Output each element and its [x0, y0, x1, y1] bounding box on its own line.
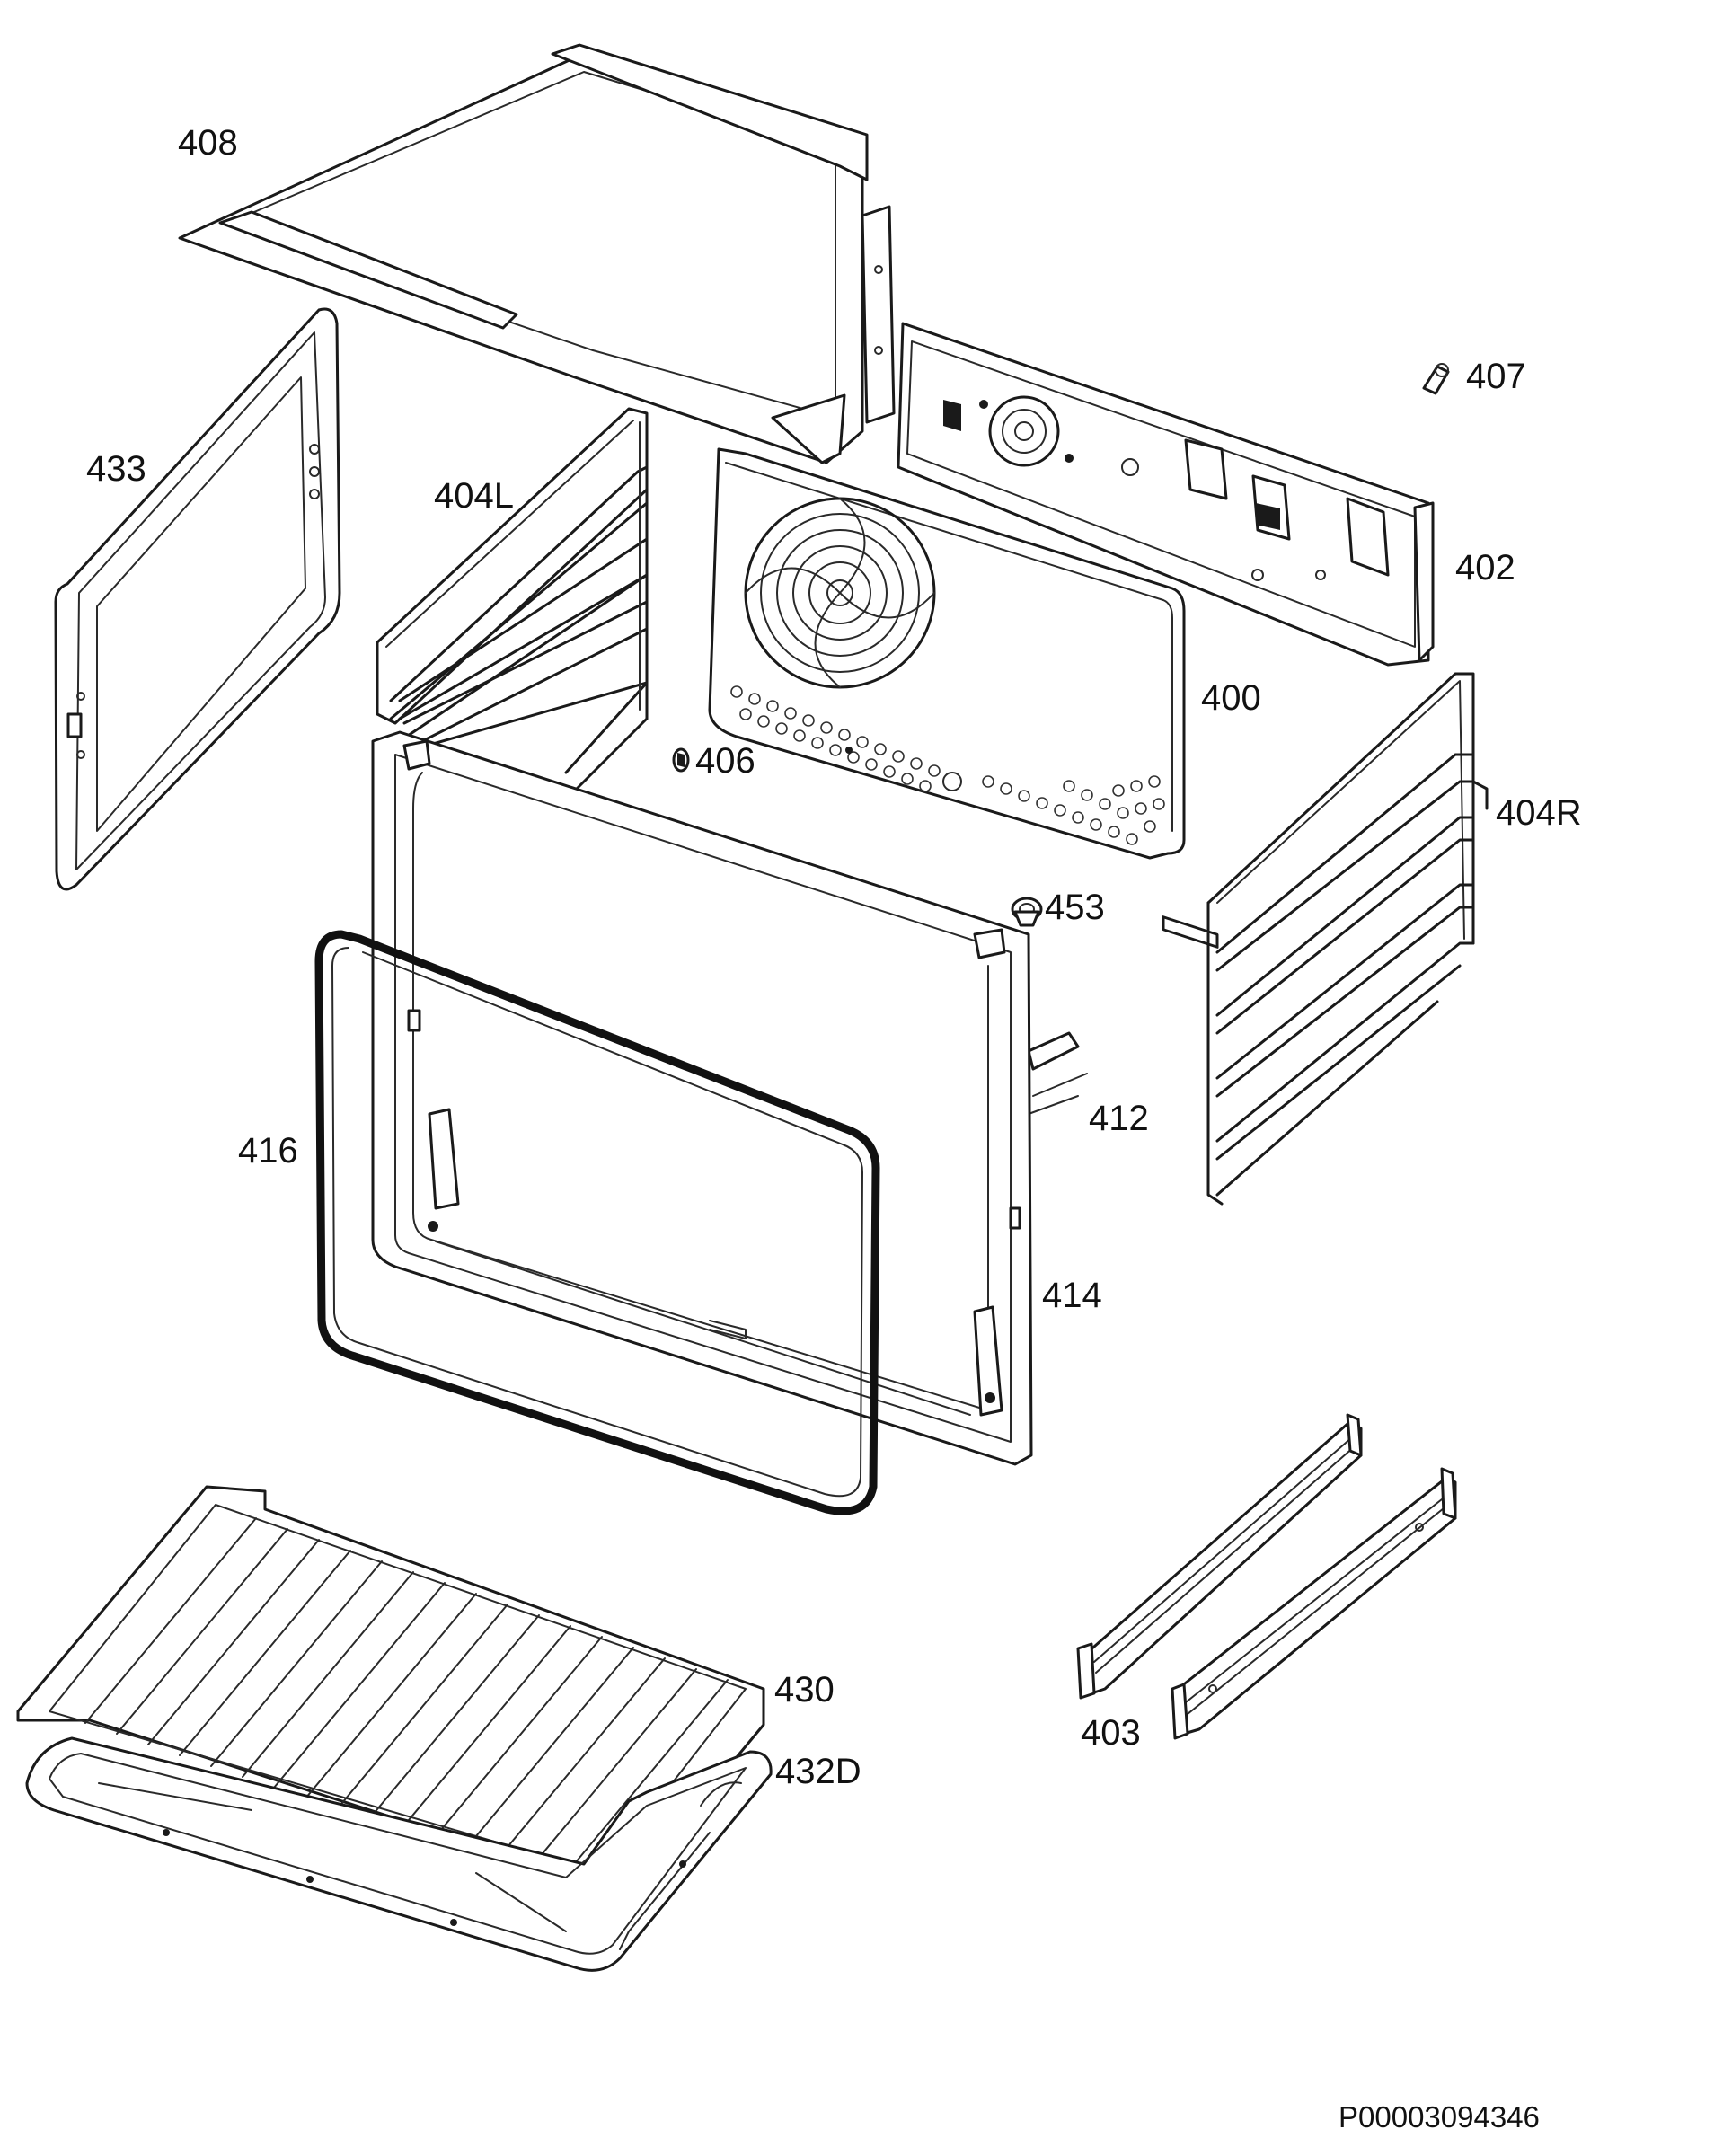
callout-407: 407 — [1466, 357, 1526, 396]
part-430-wire-shelf — [16, 1485, 765, 1888]
part-432D-baking-tray — [25, 1736, 773, 1972]
callout-404R: 404R — [1496, 793, 1582, 833]
callout-406: 406 — [695, 741, 755, 781]
callout-432D: 432D — [775, 1752, 862, 1791]
part-400-fan-cover — [708, 447, 1186, 860]
callout-414: 414 — [1042, 1276, 1102, 1315]
diagram-reference-code: P00003094346 — [1339, 2100, 1540, 2134]
part-414-front-frame — [371, 730, 1033, 1466]
callout-453: 453 — [1045, 888, 1105, 927]
callout-402: 402 — [1455, 548, 1515, 588]
part-408-top-cover — [178, 43, 896, 464]
part-404R-right-shelf-support — [1206, 672, 1489, 1206]
callout-430: 430 — [774, 1670, 835, 1710]
part-433-side-panel — [54, 307, 341, 891]
part-402-rear-panel — [897, 322, 1435, 949]
part-407-clip — [1422, 363, 1450, 395]
callout-433: 433 — [86, 449, 146, 489]
part-404L-left-shelf-support — [376, 407, 649, 792]
part-416-door-seal — [314, 930, 880, 1515]
callout-404L: 404L — [434, 476, 514, 516]
part-406-screw — [672, 747, 690, 773]
part-403-telescopic-runners — [1076, 1413, 1457, 1740]
part-453-lamp-holder — [1011, 897, 1043, 927]
callout-403: 403 — [1081, 1713, 1141, 1753]
callout-400: 400 — [1201, 678, 1261, 718]
callout-412: 412 — [1089, 1099, 1149, 1138]
callout-416: 416 — [238, 1131, 298, 1171]
callout-408: 408 — [178, 123, 238, 163]
